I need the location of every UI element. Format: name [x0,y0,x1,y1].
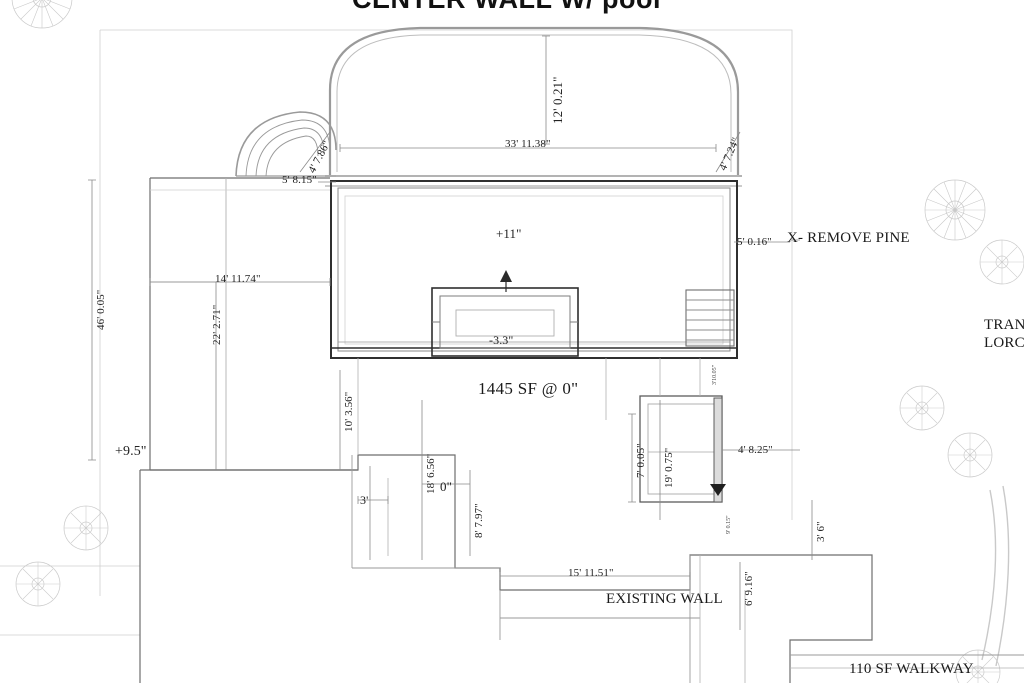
dim-pool-width: 33' 11.38" [505,138,551,150]
datum-elevation-label: 0" [440,479,453,494]
dim-right-lower: 3' 6" [815,521,827,542]
dim-micro-b: 9' 0.15" [726,515,732,534]
pool-basin [330,180,738,359]
dim-mid-vertical: 18' 6.56" [425,453,437,494]
pool-shell [325,26,742,187]
dim-spa-mid: 19' 0.75" [663,447,675,488]
drawing-title: CENTER WALL W/ pool [352,0,661,13]
water-feature-box [639,395,726,503]
dim-lower-vertical-b: 8' 7.97" [473,503,485,538]
dim-wall-vertical: 6' 9.16" [743,571,755,606]
dim-lower-left-vertical: 10' 3.56" [343,391,355,432]
transplant-note-line2: LORC [984,335,1024,351]
dim-spa-left: 7' 0.05" [635,443,647,478]
dim-overall-left: 46' 0.05" [95,289,107,330]
pool-steps-right [685,289,735,347]
dim-right-offset: 5' 0.16" [737,236,772,248]
flow-arrow [500,270,512,292]
left-terrace [149,177,358,471]
dim-bottom-horizontal: 15' 11.51" [568,567,614,579]
dim-spa-right: 4' 8.25" [738,444,773,456]
pool-elevation-label: +11" [496,226,522,241]
dim-pool-height: 12' 0.21" [550,76,565,124]
dim-short-horizontal: 3' [360,493,369,507]
remove-pine-label: X- REMOVE PINE [787,230,910,246]
transplant-note-line1: TRAN [984,317,1024,333]
property-lines [0,29,793,683]
spa-elevation-label: -3.3" [489,333,514,347]
existing-wall-label: EXISTING WALL [606,591,723,607]
tree-symbol-group [11,0,1024,683]
walkway-area-label: 110 SF WALKWAY [849,661,974,677]
spa-feature [431,287,579,357]
dimension-lines [88,35,813,630]
patio-elevation-label: +9.5" [115,444,147,459]
pool-area-label: 1445 SF @ 0" [478,379,579,398]
dim-micro-a: 3'10.05" [712,364,718,385]
utility-lines [357,358,701,455]
dim-upper-left-horizontal: 5' 8.15" [282,174,317,186]
pool-entry-steps [235,111,337,177]
dim-inner-vertical: 22' 2.71" [211,304,223,345]
dim-inner-horizontal: 14' 11.74" [215,273,261,285]
